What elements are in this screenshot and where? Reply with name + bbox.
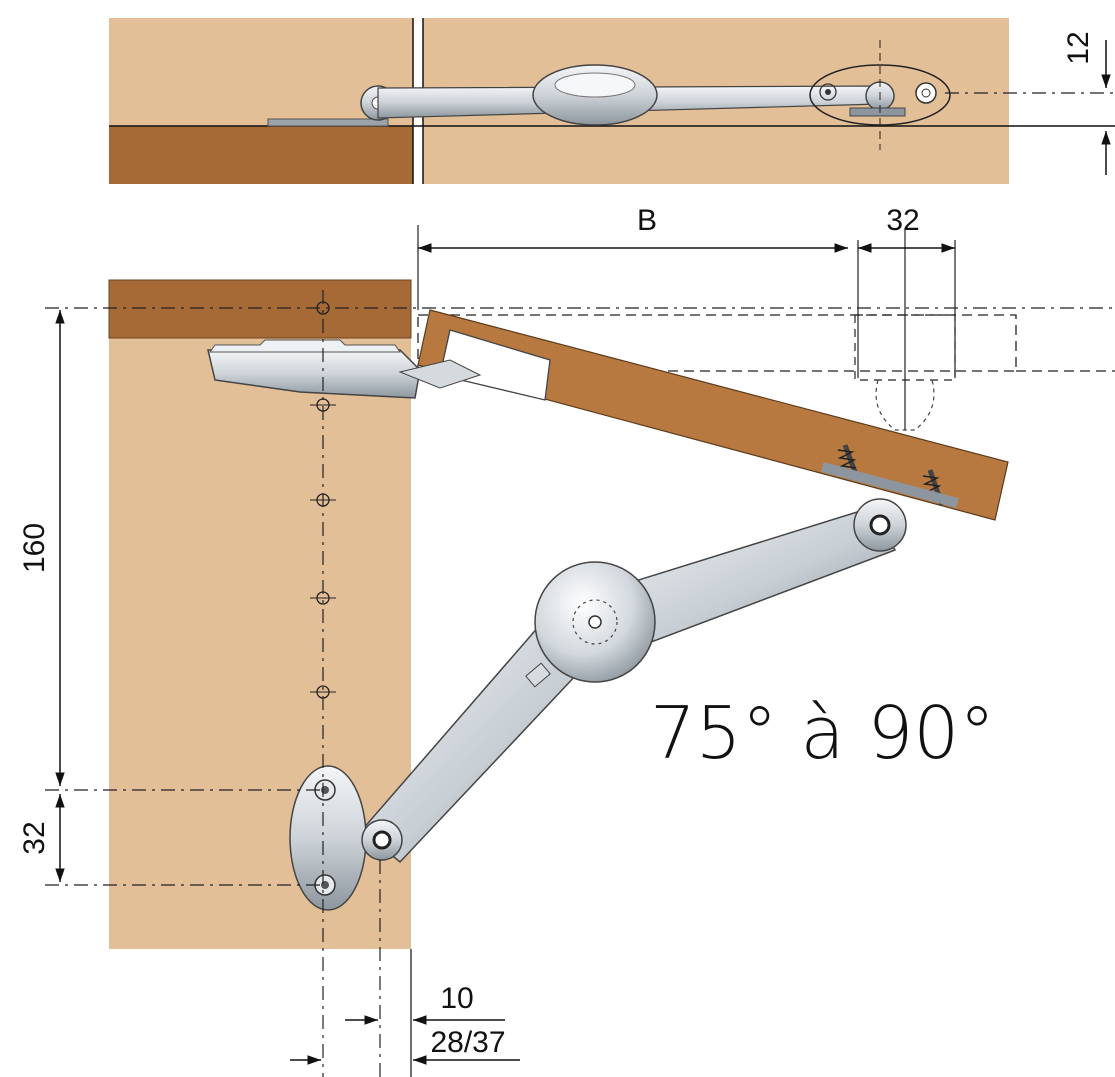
opening-angle-label: 75° à 90°: [650, 691, 995, 775]
cabinet-side-panel: [109, 338, 411, 949]
closed-lid-outline: [417, 314, 1017, 372]
hinge-icon: [207, 339, 482, 399]
dimension-28-37: 28/37: [430, 1026, 505, 1059]
adjustment-dial-icon: [525, 561, 656, 688]
lid-stay-arm-icon: [267, 64, 906, 127]
dimension-32-top: 32: [886, 204, 919, 237]
screw-icon: [821, 444, 959, 508]
dimension-160: 160: [18, 523, 51, 573]
top-left-panel-edge: [109, 126, 413, 184]
hole-centerline: [310, 290, 336, 1077]
cabinet-top-panel: [109, 280, 411, 338]
dimension-b: B: [637, 204, 657, 237]
screw-icon: [915, 82, 937, 104]
dimension-12: 12: [1062, 31, 1095, 64]
dimension-10: 10: [440, 982, 473, 1015]
dimension-32-left: 32: [18, 821, 51, 854]
top-view: 12: [109, 18, 1115, 184]
open-lid-panel: [417, 309, 1009, 521]
side-view: B 32 160 32 10 28/37 75° à 90°: [18, 204, 1115, 1077]
